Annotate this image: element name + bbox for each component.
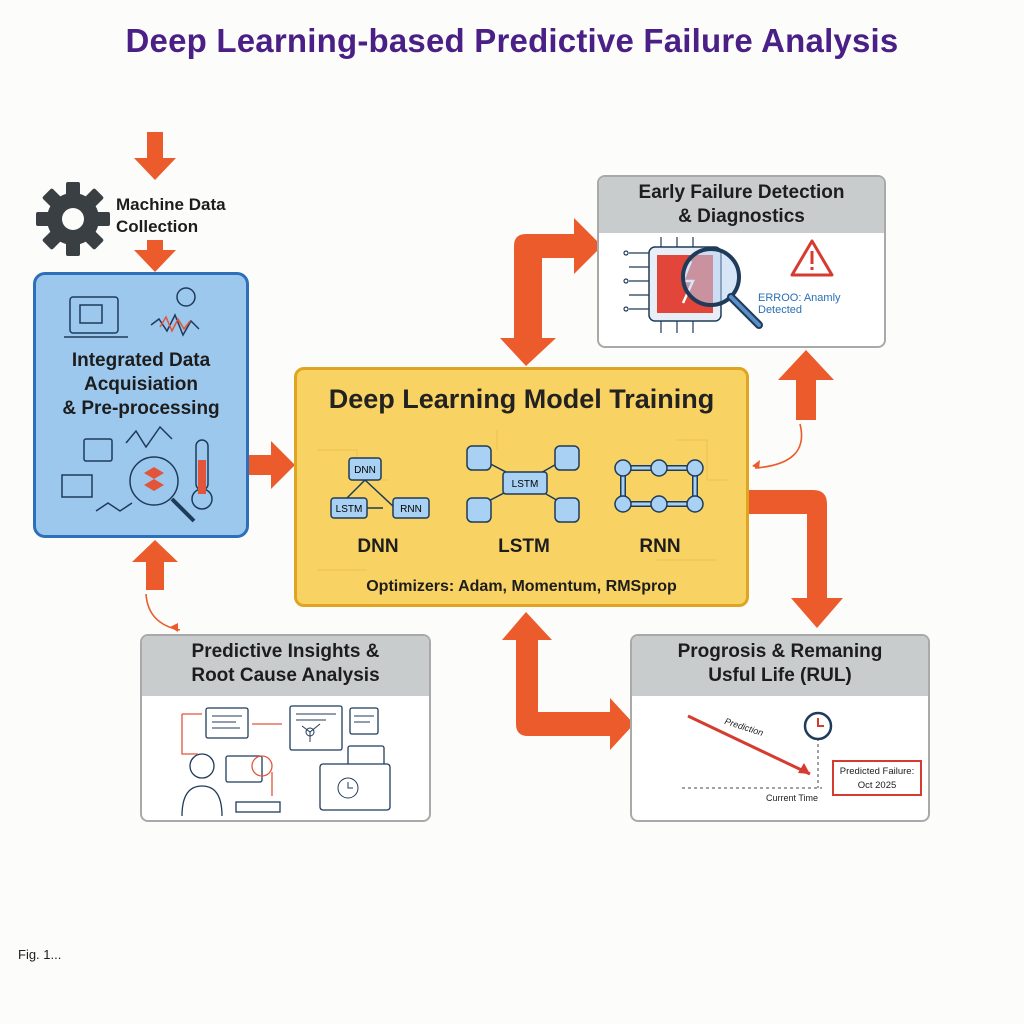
insights-to-acquisition-arrow (132, 540, 178, 590)
detection-header: Early Failure Detection & Diagnostics (599, 177, 884, 233)
insights-box: Predictive Insights & Root Cause Analysi… (140, 634, 431, 822)
dnn-node-dnn: DNN (354, 465, 376, 476)
dnn-node-lstm: LSTM (336, 504, 363, 515)
dnn-diagram: DNN LSTM RNN (330, 457, 430, 519)
data-acquisition-box: Integrated Data Acquisiation & Pre-proce… (33, 272, 249, 538)
dnn-node-rnn: RNN (400, 504, 422, 515)
insights-header: Predictive Insights & Root Cause Analysi… (142, 636, 429, 696)
warning-icon (790, 239, 834, 277)
magnifier-icon (681, 247, 741, 307)
rul-box: Progrosis & Remaning Usful Life (RUL) Pr… (630, 634, 930, 822)
training-detection-double-arrow (500, 218, 602, 366)
input-arrow-top (134, 132, 176, 180)
optimizers-text: Optimizers: Adam, Momentum, RMSprop (366, 578, 677, 595)
predicted-failure-box: Predicted Failure: Oct 2025 (832, 760, 922, 796)
failure-detection-box: Early Failure Detection & Diagnostics ER… (597, 175, 886, 348)
acquisition-label: Integrated Data Acquisiation & Pre-proce… (62, 350, 220, 419)
dnn-label: DNN (357, 536, 399, 557)
rnn-diagram (614, 459, 704, 513)
current-time-label: Current Time (766, 793, 819, 803)
model-training-box: Deep Learning Model Training DNN LSTM RN… (294, 367, 749, 607)
rul-header: Progrosis & Remaning Usful Life (RUL) (632, 636, 928, 696)
machine-data-label: Machine Data Collection (116, 195, 226, 236)
analyst-illustration (181, 705, 391, 817)
training-title: Deep Learning Model Training (328, 384, 715, 414)
gear-icon (36, 182, 110, 256)
input-arrow-into-acquisition (134, 240, 176, 272)
feedback-curve-detection (754, 423, 803, 469)
figure-caption: Fig. 1... (18, 947, 62, 962)
lstm-node-label: LSTM (512, 479, 539, 490)
detection-illustration (623, 237, 834, 333)
rnn-label: RNN (639, 536, 681, 557)
lstm-label: LSTM (498, 536, 550, 557)
training-to-rul-arrow (749, 490, 843, 628)
training-rul-double-arrow (502, 612, 634, 750)
rul-chart (682, 711, 833, 789)
training-to-detection-arrow (778, 350, 834, 420)
model-diagrams: DNN LSTM RNN LSTM (317, 430, 727, 571)
anomaly-text: ERROO: Anamly Detected (758, 292, 841, 316)
lstm-diagram: LSTM (466, 445, 580, 523)
acquisition-to-training-arrow (249, 441, 295, 489)
acquisition-illustration (61, 287, 213, 523)
clock-icon (803, 711, 833, 741)
page-title: Deep Learning-based Predictive Failure A… (125, 22, 899, 59)
